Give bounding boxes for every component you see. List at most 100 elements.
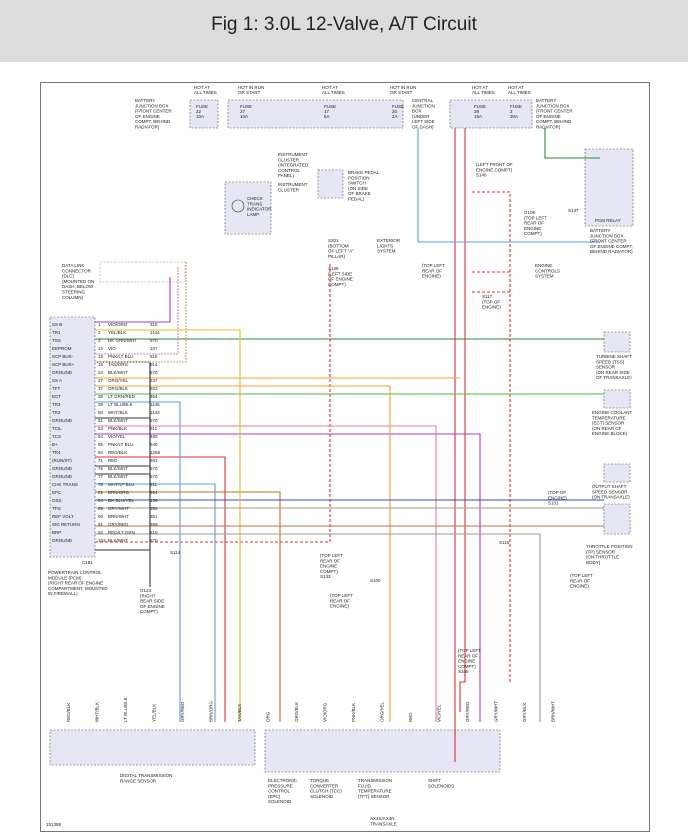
pcm-pin-number: 77 xyxy=(98,474,104,479)
bottom-wire-label: WHT/BLK xyxy=(95,702,100,722)
figure-title: Fig 1: 3.0L 12-Valve, A/T Circuit xyxy=(211,14,477,35)
pcm-pin-wire: DK GRN/WHT xyxy=(108,338,137,343)
battery-junction-box xyxy=(449,99,533,129)
pcm-pin-number: 71 xyxy=(98,458,104,463)
pcm-pin-label: BRP xyxy=(52,530,61,535)
pcm-pin-number: 53 xyxy=(98,426,104,431)
pcm-pin-wire: DK BLU/YEL xyxy=(108,498,135,503)
pcm-pin-wire: PNK/LT BLU xyxy=(108,442,133,447)
pcm-pin-label: SIG RETURN xyxy=(52,522,80,527)
bottom-wire-label: PNK/BLK xyxy=(351,703,356,722)
pcm-pin-label: ECT xyxy=(52,394,61,399)
wht-ltblu-relay xyxy=(417,128,600,243)
pcm-pin-number: 39 xyxy=(98,402,104,407)
pcm-pin-wire: WHT/LT BLU xyxy=(108,482,134,487)
pcm-pin-label: TR1 xyxy=(52,330,61,335)
bottom-wire-label: TAN/BLK xyxy=(237,704,242,722)
pcm-pin-circuit: 480 xyxy=(150,434,158,439)
pcm-pin-label: B+ xyxy=(52,442,58,447)
pcm-pin-number: 27 xyxy=(98,378,104,383)
pcm-pin-circuit: 570 xyxy=(150,466,158,471)
pcm-pin-number: 16 xyxy=(98,362,104,367)
pcm-pin-label: GROUND xyxy=(52,538,73,543)
pcm-pin-number: 54 xyxy=(98,434,104,439)
brn-org-epc xyxy=(95,491,281,722)
pcm-pin-number: 3 xyxy=(98,338,101,343)
bottom-wire-label: BRN/ORG xyxy=(209,700,214,722)
pcm-pin-label: EEPROM xyxy=(52,346,72,351)
pcm-pin-label: TCS xyxy=(52,434,61,439)
pcm-pin-label: TR4 xyxy=(52,450,61,455)
pcm-pin-circuit: 810 xyxy=(150,530,158,535)
pcm-pin-number: 55 xyxy=(98,442,104,447)
gry-red xyxy=(95,533,541,722)
red-wire-pcm xyxy=(95,456,226,722)
pcm-pin-label: GROUND xyxy=(52,474,73,479)
s116-label: S116 xyxy=(499,540,510,545)
pcm-pin-label: GROUND xyxy=(52,418,73,423)
tan-org xyxy=(95,262,187,363)
pcm-pin-wire: YEL/BLK xyxy=(108,330,126,335)
wht-ltblu xyxy=(95,483,216,722)
pcm-pin-label: (RUN/ST) xyxy=(52,458,72,463)
pcm-pin-circuit: 237 xyxy=(150,378,158,383)
bottom-wire-label: YEL/BLK xyxy=(152,704,157,722)
pcm-relay-label: PCM RELAY xyxy=(595,218,621,223)
pcm-pin-wire: GRY/RED xyxy=(108,522,129,527)
pcm-pin-wire: RED/LT GRN xyxy=(108,530,135,535)
pcm-pin-wire: RED xyxy=(108,458,118,463)
pcm-pin-label: GROUND xyxy=(52,466,73,471)
pcm-pin-label: SCP BUS- xyxy=(52,354,74,359)
pcm-pin-wire: GRY/WHT xyxy=(108,506,129,511)
pcm-box xyxy=(49,316,96,558)
cluster-lamp-box xyxy=(224,181,272,235)
pcm-pin-number: 37 xyxy=(98,386,104,391)
figure-header: Fig 1: 3.0L 12-Valve, A/T Circuit xyxy=(0,0,688,62)
red-wire-a xyxy=(459,128,466,712)
pcm-pin-number: 38 xyxy=(98,394,104,399)
pcm-pin-number: 64 xyxy=(98,450,104,455)
pcm-pin-wire: LT GRN/RED xyxy=(108,394,136,399)
pcm-pin-circuit: 915 xyxy=(150,354,158,359)
pcm-pin-wire: BLK/WHT xyxy=(108,370,128,375)
pcm-pin-wire: BRN/ORG xyxy=(108,490,130,495)
pcm-pin-circuit: 361 xyxy=(150,458,158,463)
pcm-pin-circuit: 136 xyxy=(150,498,158,503)
pcm-pin-circuit: 1144 xyxy=(150,330,160,335)
pcm-pin-wire: BLK/WHT xyxy=(108,466,128,471)
pcm-relay-box xyxy=(584,148,634,227)
pcm-pin-circuit: 570 xyxy=(150,538,158,543)
pcm-pin-number: 51 xyxy=(98,418,104,423)
pcm-pin-wire: VIO/YEL xyxy=(108,434,126,439)
tp-label: THROTTLE POSITION(TP) SENSOR(ON THROTTLE… xyxy=(586,544,633,565)
bottom-wire-label: RED/BLK xyxy=(66,703,71,722)
bottom-wire-label: LT BLU/BLK xyxy=(123,697,128,722)
pcm-pin-circuit: 914 xyxy=(150,362,158,367)
